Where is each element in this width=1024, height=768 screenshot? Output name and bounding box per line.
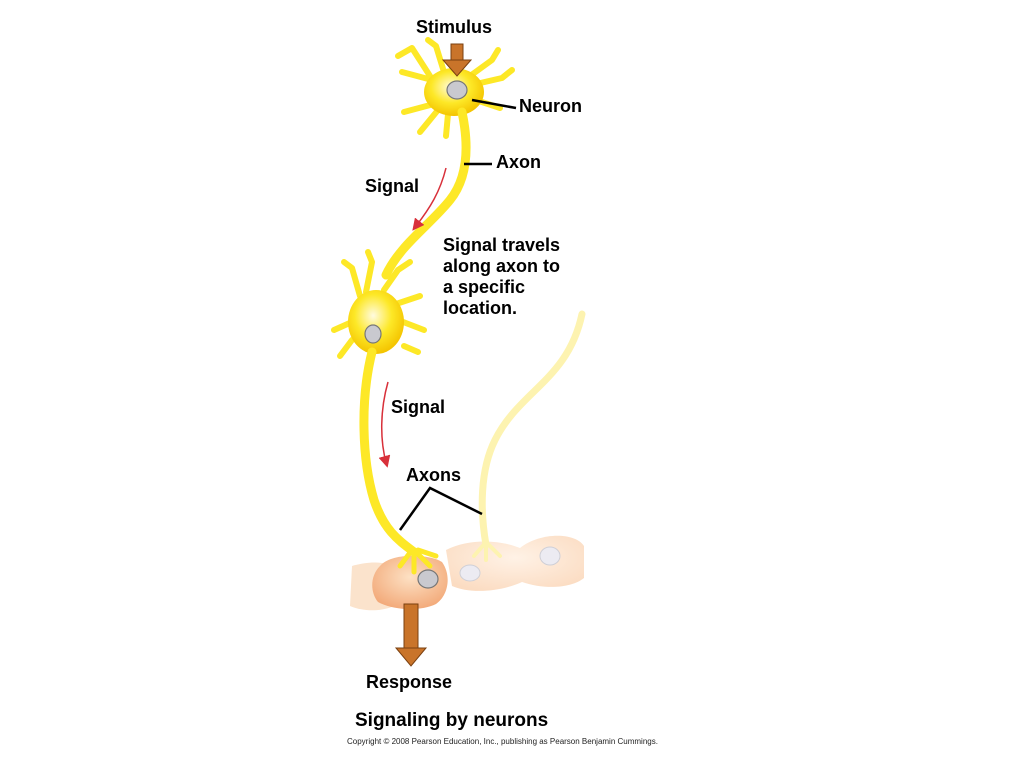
description-line: along axon to [443, 256, 560, 276]
axons-leader-lines [398, 486, 483, 531]
diagram-title: Signaling by neurons [355, 710, 549, 731]
top-axon [381, 107, 471, 280]
signal-arrow-upper [412, 167, 447, 231]
middle-neuron-cell-body [348, 290, 404, 354]
faded-axon-terminal [472, 540, 502, 562]
signal-travels-description: Signal travels along axon to a specific … [443, 235, 560, 319]
description-line: a specific [443, 277, 526, 297]
signal-arrow-lower [378, 381, 391, 468]
top-neuron-nucleus [446, 80, 468, 100]
target-cell-nucleus [417, 569, 439, 589]
middle-neuron-nucleus [364, 324, 382, 344]
description-line: location. [443, 298, 518, 318]
neuron-label: Neuron [519, 96, 582, 116]
signal-label-upper: Signal [365, 176, 420, 196]
neuron-leader-line [471, 98, 517, 110]
faded-neuron [472, 310, 586, 562]
stimulus-arrow [441, 43, 473, 77]
target-cells [350, 535, 584, 611]
stimulus-label: Stimulus [416, 17, 493, 37]
middle-axon [359, 347, 419, 557]
axon-terminal [397, 547, 439, 575]
target-cell [372, 555, 448, 610]
top-neuron [381, 37, 515, 280]
signal-label-lower: Signal [391, 397, 446, 417]
response-arrow [394, 603, 428, 667]
description-line: Signal travels [443, 235, 561, 255]
axon-label: Axon [496, 152, 541, 172]
response-label: Response [366, 672, 453, 692]
copyright-notice: Copyright © 2008 Pearson Education, Inc.… [347, 737, 658, 746]
faded-axon [478, 310, 586, 549]
middle-neuron-dendrites [331, 249, 427, 359]
faded-cell-nucleus [459, 564, 481, 582]
faded-cell-nucleus [539, 546, 561, 566]
middle-neuron [331, 249, 439, 575]
faded-target-cell-right [446, 535, 584, 591]
axons-label: Axons [406, 465, 462, 485]
